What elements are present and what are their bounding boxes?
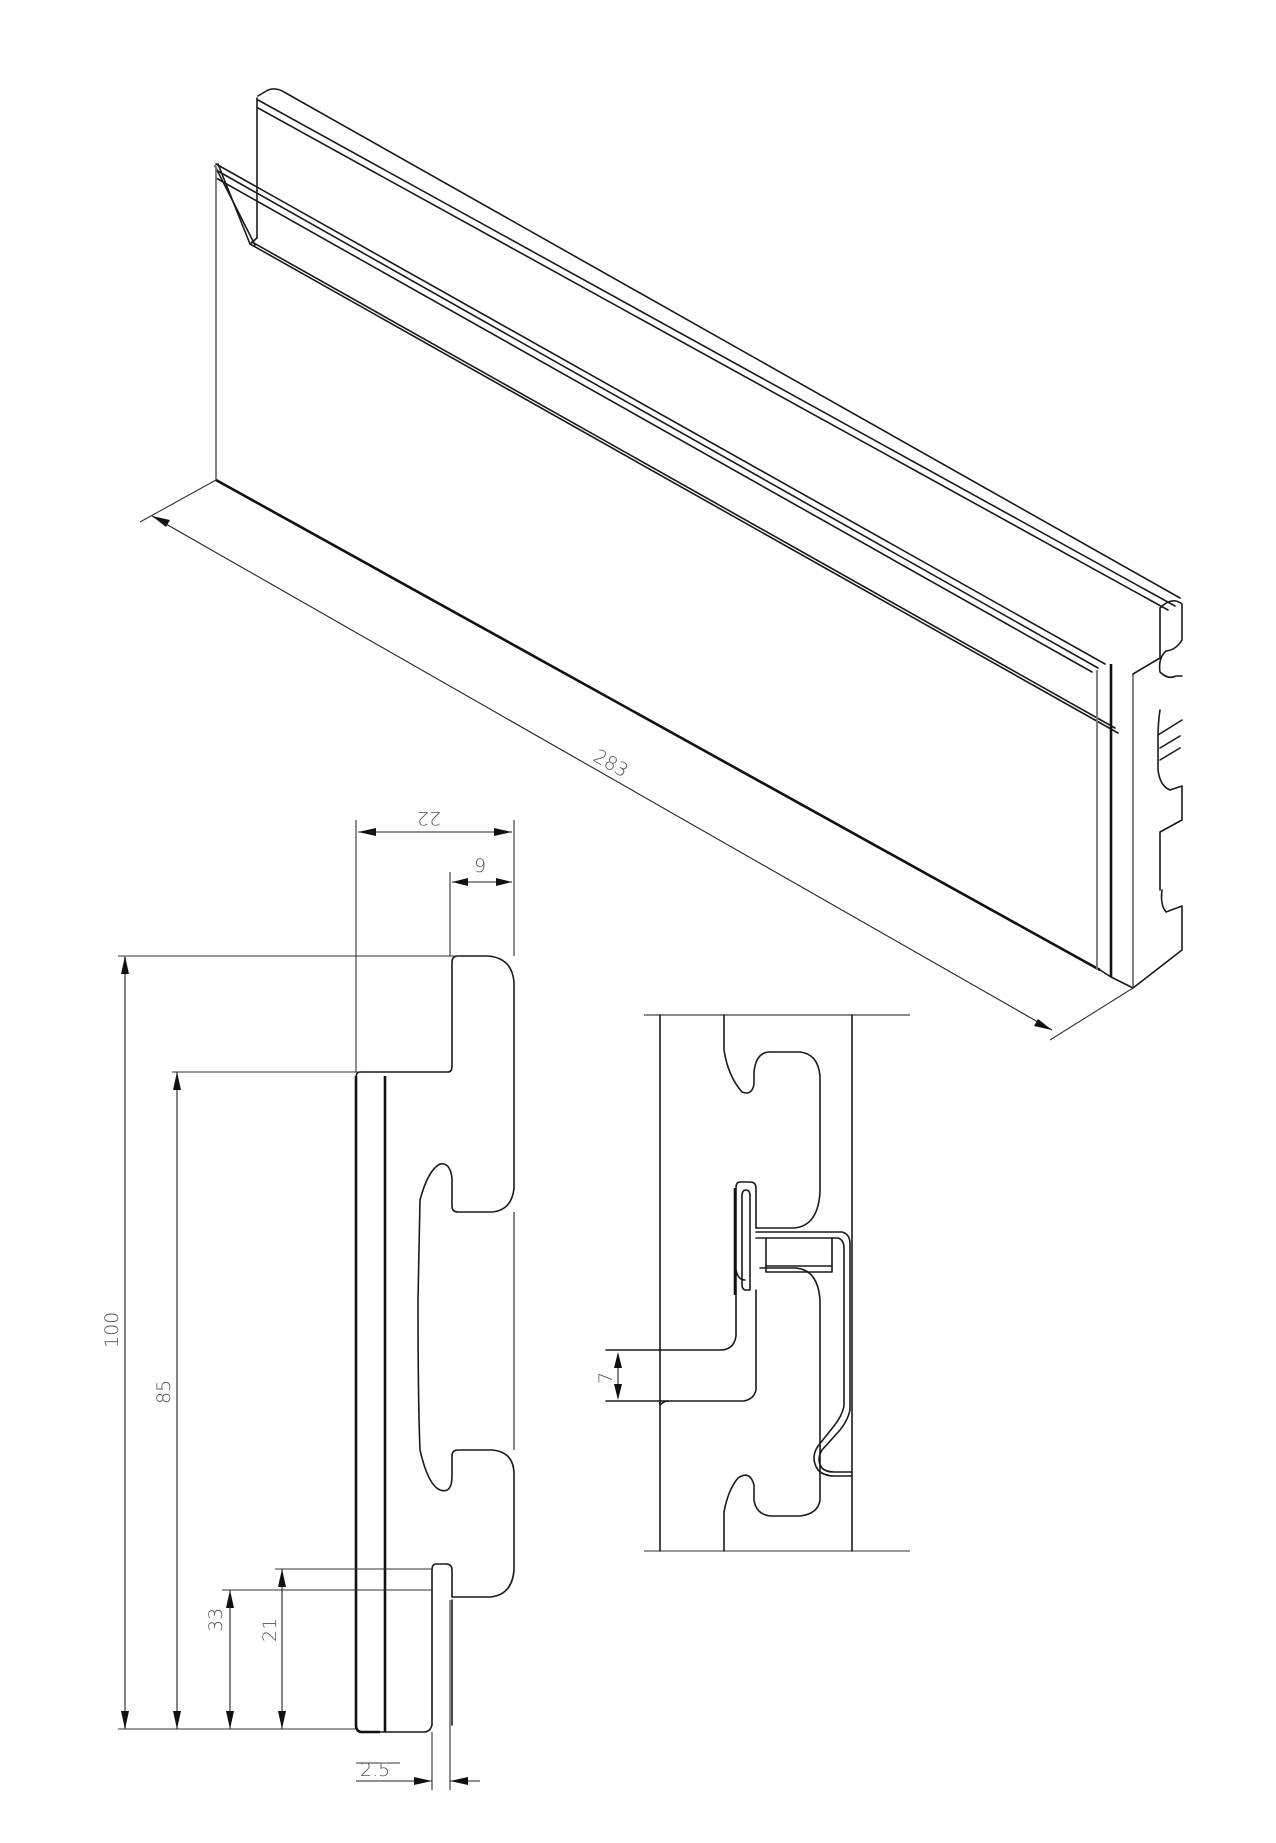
assembly-section-detail: 7 (595, 1014, 910, 1552)
dim-lip-thickness-label: 2.5 (360, 1759, 390, 1781)
dim-height-total-label: 100 (101, 1312, 123, 1348)
isometric-view: 283 (139, 88, 1183, 1041)
dim-length-label: 283 (590, 745, 632, 782)
profile-cross-section: 22 9 100 85 33 21 (101, 807, 515, 1790)
dim-lip-height-label: 21 (259, 1618, 281, 1642)
dim-flange-depth-label: 9 (474, 855, 486, 877)
dim-joint-gap-label: 7 (595, 1372, 617, 1384)
dim-lower-groove-label: 33 (205, 1608, 227, 1632)
dim-depth-total-label: 22 (417, 807, 441, 829)
dim-height-panel-label: 85 (153, 1380, 175, 1404)
